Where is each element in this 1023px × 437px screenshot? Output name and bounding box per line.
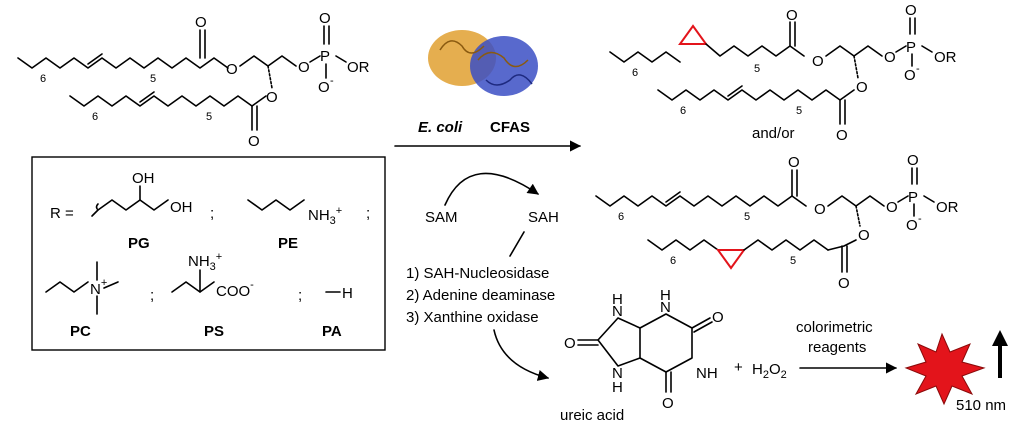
signal-burst-icon [904, 332, 986, 406]
atom-label: O [907, 152, 919, 169]
sam-label: SAM [425, 209, 458, 226]
atom-label: O [266, 89, 278, 106]
atom-label: O [788, 154, 800, 171]
separator: ; [210, 205, 214, 222]
coupled-enzyme-steps: 1) SAH-Nucleosidase 2) Adenine deaminase… [406, 265, 555, 326]
pe-amine: NH3+ [308, 205, 342, 227]
cyclopropane-ring [716, 249, 746, 270]
colorimetric-label: colorimetric [796, 319, 873, 336]
enzyme-organism: E. coli [418, 119, 463, 136]
plus-sign: + [734, 359, 743, 376]
step-2: 2) Adenine deaminase [406, 287, 555, 304]
r-group-legend: R = OH OH PG ; NH3+ PE ; N+ PC ; NH3+ CO… [31, 156, 386, 351]
separator: ; [366, 205, 370, 222]
cfas-protein-structure [428, 30, 538, 96]
chain-subscript: 6 [92, 111, 98, 123]
increase-arrow-head [992, 330, 1008, 346]
charge-label: - [916, 63, 920, 75]
chain-subscript: 5 [150, 73, 156, 85]
separator: ; [150, 287, 154, 304]
pg-hydroxyl: OH [170, 199, 193, 216]
atom-label: O [195, 14, 207, 31]
atom-label: OR [936, 199, 959, 216]
atom-label: O [858, 227, 870, 244]
pc-label: PC [70, 323, 91, 340]
atom-label: O [564, 335, 576, 352]
pg-label: PG [128, 235, 150, 252]
sah-connector [509, 231, 525, 257]
atom-label: O [248, 133, 260, 150]
atom-label: O [884, 49, 896, 66]
atom-label: O [856, 79, 868, 96]
chain-subscript: 5 [744, 211, 750, 223]
step-arrow [493, 329, 550, 381]
enzyme-name: CFAS [490, 119, 530, 136]
atom-label: H [612, 379, 623, 396]
product-upper-cyclopropane: 6 5 O O O O P O OR O - 6 5 O [609, 2, 957, 144]
atom-label: N [612, 365, 623, 382]
atom-label: O [318, 79, 330, 96]
atom-label: O [814, 201, 826, 218]
atom-label: P [908, 189, 918, 206]
atom-label: H [612, 291, 623, 308]
and-or-label: and/or [752, 125, 795, 142]
chain-subscript: 5 [206, 111, 212, 123]
cofactor-curved-arrow [444, 172, 539, 206]
atom-label: NH [696, 365, 718, 382]
ps-amine: NH3+ [188, 251, 222, 273]
atom-label: O [319, 10, 331, 27]
reagents-label: reagents [808, 339, 866, 356]
pe-label: PE [278, 235, 298, 252]
ps-label: PS [204, 323, 224, 340]
pc-nitrogen: N+ [90, 277, 107, 298]
atom-label: P [320, 48, 330, 65]
atom-label: P [906, 39, 916, 56]
ps-carboxylate: COO- [216, 279, 254, 300]
chain-subscript: 6 [670, 255, 676, 267]
chain-subscript: 6 [618, 211, 624, 223]
r-equals-label: R = [50, 205, 74, 222]
chain-subscript: 6 [680, 105, 686, 117]
step-1: 1) SAH-Nucleosidase [406, 265, 549, 282]
atom-label: O [812, 53, 824, 70]
atom-label: O [226, 61, 238, 78]
cyclopropane-ring [678, 24, 708, 45]
separator: ; [298, 287, 302, 304]
atom-label: O [662, 395, 674, 412]
uric-acid-structure: N H N H O N H O NH O [564, 287, 724, 412]
atom-label: O [906, 217, 918, 234]
product-lower-cyclopropane: 6 5 O O O O P O OR O - 6 5 O [595, 152, 959, 292]
chain-subscript: 6 [40, 73, 46, 85]
atom-label: O [904, 67, 916, 84]
step-3: 3) Xanthine oxidase [406, 309, 539, 326]
ureic-acid-label: ureic acid [560, 407, 624, 424]
chain-subscript: 6 [632, 67, 638, 79]
atom-label: O [905, 2, 917, 19]
atom-label: O [298, 59, 310, 76]
atom-label: OR [934, 49, 957, 66]
atom-label: N [612, 303, 623, 320]
charge-label: - [918, 213, 922, 225]
wavelength-label: 510 nm [956, 397, 1006, 414]
atom-label: O [838, 275, 850, 292]
atom-label: O [712, 309, 724, 326]
sah-label: SAH [528, 209, 559, 226]
pg-hydroxyl: OH [132, 170, 155, 187]
atom-label: OR [347, 59, 370, 76]
atom-label: N [660, 299, 671, 316]
pa-label: PA [322, 323, 342, 340]
atom-label: O [886, 199, 898, 216]
atom-label: H [660, 287, 671, 304]
chain-subscript: 5 [790, 255, 796, 267]
atom-label: O [786, 7, 798, 24]
h2o2-label: H2O2 [752, 361, 787, 381]
charge-label: - [330, 75, 334, 87]
chain-subscript: 5 [796, 105, 802, 117]
chain-subscript: 5 [754, 63, 760, 75]
atom-label: O [836, 127, 848, 144]
substrate-phospholipid: 6 5 O O O O P O OR O - 6 5 O [17, 10, 370, 150]
pa-hydrogen: H [342, 285, 353, 302]
